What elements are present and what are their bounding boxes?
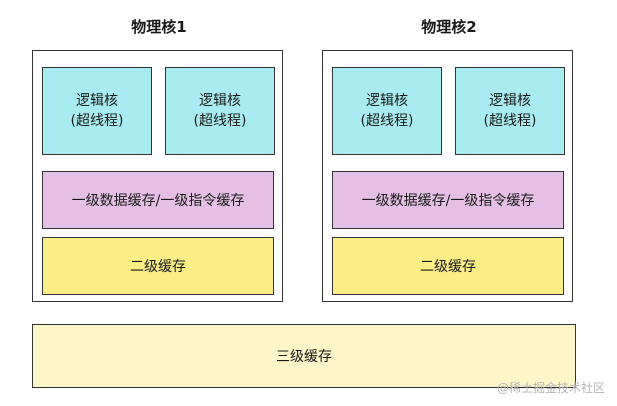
core-1-title: 物理核1 [131, 18, 187, 36]
core-1-l2-cache: 二级缓存 [42, 237, 274, 295]
core-1-logical-core-1: 逻辑核 (超线程) [42, 67, 152, 155]
logical-core-label: 逻辑核 [199, 93, 241, 109]
l2-cache-label: 二级缓存 [420, 259, 476, 275]
core-2-logical-core-2: 逻辑核 (超线程) [455, 67, 565, 155]
logical-core-label: 逻辑核 [489, 93, 531, 109]
core-2-title: 物理核2 [421, 18, 477, 36]
core-1-logical-core-2: 逻辑核 (超线程) [165, 67, 275, 155]
core-1-box: 逻辑核 (超线程) 逻辑核 (超线程) 一级数据缓存/一级指令缓存 二级缓存 [32, 50, 283, 302]
logical-core-sublabel: (超线程) [193, 113, 247, 129]
l3-cache: 三级缓存 [32, 324, 576, 388]
core-2-l1-cache: 一级数据缓存/一级指令缓存 [332, 171, 564, 229]
watermark: @稀土掘金技术社区 [496, 381, 605, 395]
logical-core-label: 逻辑核 [366, 93, 408, 109]
core-1-l1-cache: 一级数据缓存/一级指令缓存 [42, 171, 274, 229]
logical-core-sublabel: (超线程) [70, 113, 124, 129]
core-2-logical-core-1: 逻辑核 (超线程) [332, 67, 442, 155]
l1-cache-label: 一级数据缓存/一级指令缓存 [71, 193, 245, 209]
core-2-l2-cache: 二级缓存 [332, 237, 564, 295]
logical-core-sublabel: (超线程) [360, 113, 414, 129]
l2-cache-label: 二级缓存 [130, 259, 186, 275]
l3-cache-label: 三级缓存 [276, 349, 332, 365]
core-2-box: 逻辑核 (超线程) 逻辑核 (超线程) 一级数据缓存/一级指令缓存 二级缓存 [322, 50, 573, 302]
logical-core-sublabel: (超线程) [483, 113, 537, 129]
logical-core-label: 逻辑核 [76, 93, 118, 109]
l1-cache-label: 一级数据缓存/一级指令缓存 [361, 193, 535, 209]
